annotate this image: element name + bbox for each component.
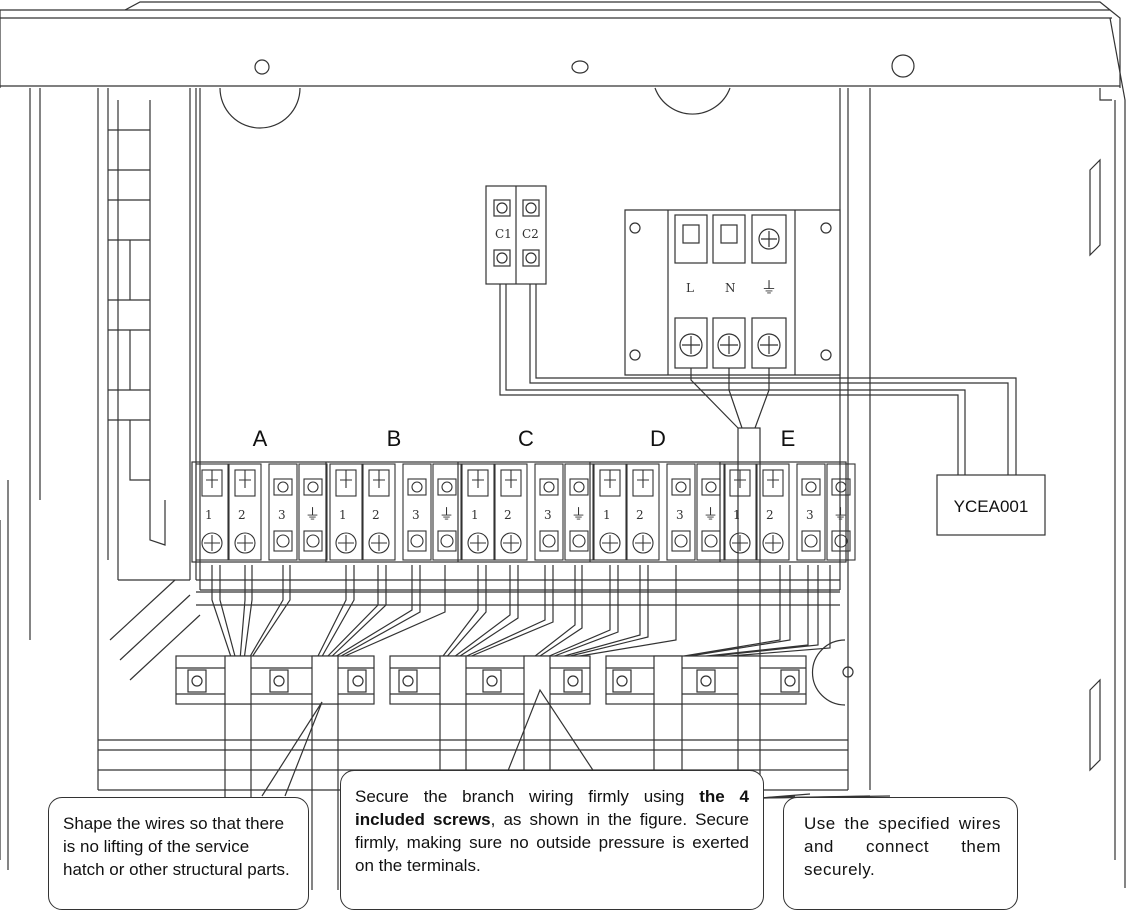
terminal-label-a-4: ⏚: [305, 505, 320, 523]
terminal-label-c-1: 1: [471, 508, 479, 522]
terminal-label-a-2: 2: [238, 508, 246, 522]
comm-label-c2: C2: [522, 227, 539, 241]
callout-right: Use the specified wires and connect them…: [783, 797, 1018, 910]
terminal-block-b: 1 2 3 ⏚: [329, 463, 462, 561]
controller-label: YCEA001: [954, 497, 1029, 516]
block-letters: A B C D E: [253, 426, 796, 451]
cover-hole-left: [254, 59, 270, 75]
terminal-label-c-4: ⏚: [571, 505, 586, 523]
callout-middle: Secure the branch wiring firmly using th…: [340, 770, 764, 910]
terminal-label-b-2: 2: [372, 508, 380, 522]
terminal-label-e-1: 1: [733, 508, 741, 522]
callout-middle-text-1: Secure the branch wiring firmly using: [355, 787, 700, 806]
terminal-block-a: 1 2 3 ⏚: [195, 463, 328, 561]
terminal-block-c: 1 2 3 ⏚: [461, 463, 594, 561]
callout-middle-text-2: , as shown in the figure. Secure firmly,…: [355, 810, 749, 875]
cable-clamps: [175, 655, 807, 705]
block-letter-d: D: [650, 426, 666, 451]
power-label-n: N: [725, 281, 736, 295]
block-letter-c: C: [518, 426, 534, 451]
terminal-label-c-2: 2: [504, 508, 512, 522]
terminal-label-e-2: 2: [766, 508, 774, 522]
terminal-label-b-1: 1: [339, 508, 347, 522]
terminal-label-a-1: 1: [205, 508, 213, 522]
terminal-label-e-4: ⏚: [833, 505, 848, 523]
terminal-label-c-3: 3: [544, 508, 552, 522]
terminal-label-a-3: 3: [278, 508, 286, 522]
cover-hole-right: [891, 54, 915, 78]
terminal-label-b-4: ⏚: [439, 505, 454, 523]
terminal-label-d-3: 3: [676, 508, 684, 522]
callout-left-text: Shape the wires so that there is no lift…: [63, 814, 290, 879]
terminal-label-d-2: 2: [636, 508, 644, 522]
top-cover: [0, 1, 1126, 888]
terminal-block-d: 1 2 3 ⏚: [593, 463, 726, 561]
terminal-label-d-4: ⏚: [703, 505, 718, 523]
terminal-label-d-1: 1: [603, 508, 611, 522]
controller-box: [936, 474, 1046, 536]
terminal-label-b-3: 3: [412, 508, 420, 522]
terminal-strip: [191, 461, 847, 563]
callout-right-text: Use the specified wires and connect them…: [804, 814, 1001, 879]
block-letter-e: E: [781, 426, 796, 451]
left-side-frame: [0, 88, 201, 870]
terminal-units: 1 2 3 ⏚ 1 2 3 ⏚ 1 2 3 ⏚ 1 2 3 ⏚ 1 2 3 ⏚: [195, 463, 856, 561]
comm-terminal-block: [485, 185, 547, 285]
block-letter-a: A: [253, 426, 268, 451]
power-label-l: L: [686, 281, 694, 295]
callout-middle-bold: the 4 included screws: [355, 787, 749, 829]
comm-label-c1: C1: [495, 227, 512, 241]
power-label-earth: ⏚: [761, 278, 777, 297]
cover-hole-middle: [571, 60, 589, 74]
terminal-block-e: 1 2 3 ⏚: [723, 463, 856, 561]
terminal-label-e-3: 3: [806, 508, 814, 522]
callout-left: Shape the wires so that there is no lift…: [48, 797, 309, 910]
block-letter-b: B: [387, 426, 402, 451]
